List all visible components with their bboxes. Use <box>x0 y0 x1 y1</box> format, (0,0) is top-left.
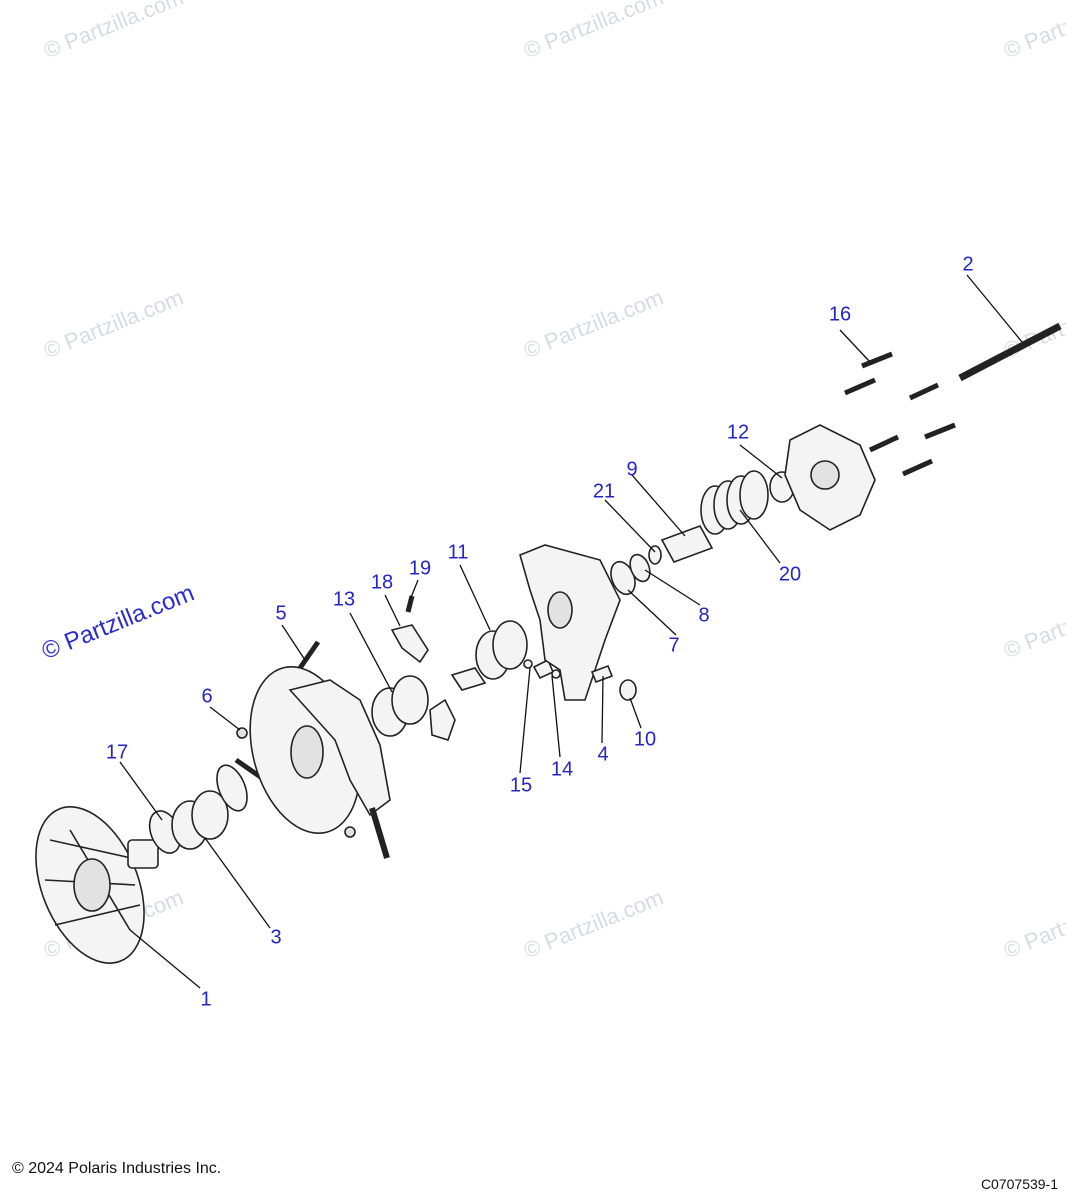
part-washer-8 <box>629 553 651 583</box>
part-pin-5 <box>297 640 321 670</box>
part-washer-15 <box>523 659 533 669</box>
part-nut-6 <box>236 727 248 739</box>
callout-4: 4 <box>597 743 609 766</box>
callout-14: 14 <box>550 758 574 781</box>
part-weight <box>429 698 456 741</box>
part-screw-19 <box>405 595 415 613</box>
callout-12: 12 <box>726 421 750 444</box>
callout-21: 21 <box>592 480 616 503</box>
footer-diagram-id: C0707539-1 <box>980 1176 1058 1192</box>
callout-7: 7 <box>668 634 680 657</box>
part-long-bolt-2 <box>958 322 1062 382</box>
callout-19: 19 <box>408 557 432 580</box>
part-weight-18 <box>390 624 429 664</box>
callout-8: 8 <box>698 604 710 627</box>
part-long-pin <box>369 807 390 859</box>
callout-11: 11 <box>447 541 469 564</box>
part-washer-21 <box>648 545 662 565</box>
part-ring <box>216 764 248 812</box>
callout-6: 6 <box>201 685 213 708</box>
callout-1: 1 <box>200 988 212 1011</box>
callout-10: 10 <box>633 728 657 751</box>
part-bushing-13 <box>371 675 429 737</box>
part-cap-10 <box>619 679 637 701</box>
callout-15: 15 <box>509 774 533 797</box>
part-pin-4 <box>590 664 614 684</box>
callout-2: 2 <box>962 253 974 276</box>
callout-13: 13 <box>332 588 356 611</box>
part-washer <box>551 669 561 679</box>
callout-5: 5 <box>275 602 287 625</box>
callout-16: 16 <box>828 303 852 326</box>
part-bushing-3 <box>171 790 229 850</box>
callout-18: 18 <box>370 571 394 594</box>
part-cover-hub <box>810 460 840 490</box>
callout-17: 17 <box>105 741 129 764</box>
part-bushing-9 <box>660 525 714 563</box>
part-fan-sheave <box>35 806 159 964</box>
part-roller <box>450 667 487 691</box>
part-moveable-sheave <box>249 666 391 834</box>
callout-9: 9 <box>626 458 638 481</box>
part-spider-hub <box>547 591 573 629</box>
part-bushing-11 <box>475 620 528 680</box>
callout-3: 3 <box>270 926 282 949</box>
part-spider <box>519 544 621 701</box>
part-spring-20 <box>700 470 769 535</box>
part-bolts-16 <box>844 351 956 477</box>
callout-20: 20 <box>778 563 802 586</box>
footer-copyright: © 2024 Polaris Industries Inc. <box>12 1160 222 1177</box>
leader-lines <box>119 274 1023 989</box>
part-nut <box>344 826 356 838</box>
